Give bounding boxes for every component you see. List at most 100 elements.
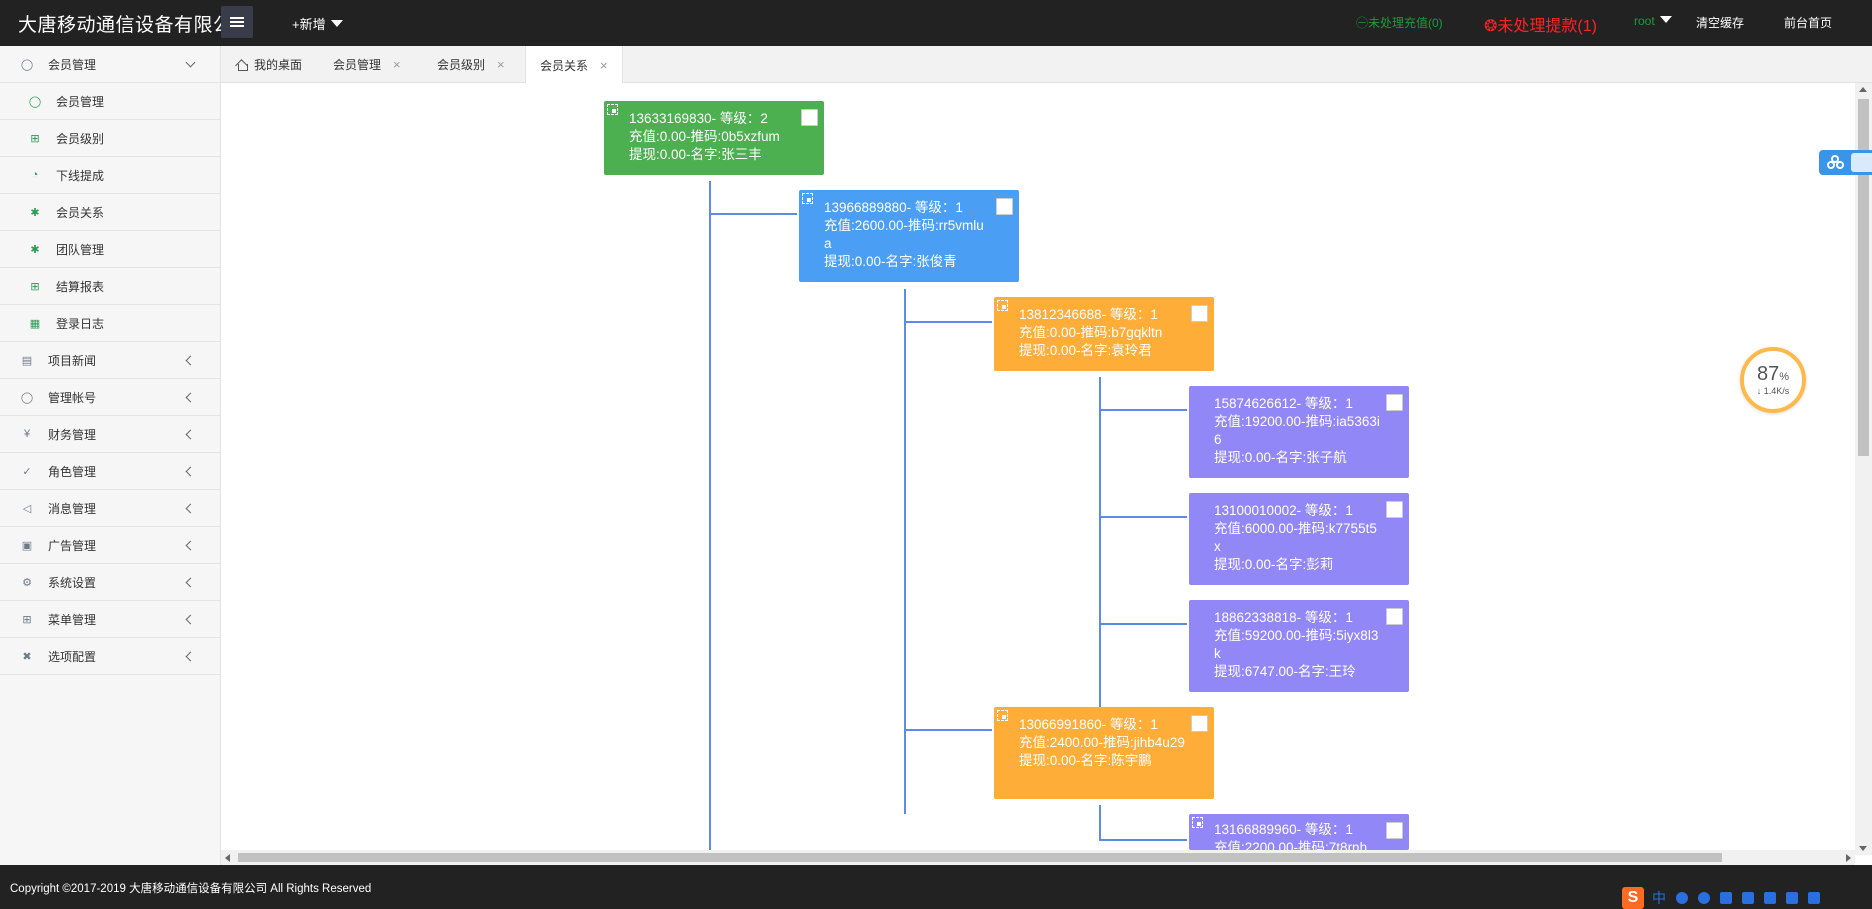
emoji-icon[interactable]: [1698, 892, 1710, 904]
sogou-ime-icon[interactable]: S: [1622, 887, 1644, 909]
tab-label: 我的桌面: [254, 58, 303, 72]
sidebar-item-member-level[interactable]: ⊞ 会员级别: [0, 120, 220, 157]
sidebar-item-admin-accounts[interactable]: ◯ 管理帐号: [0, 379, 220, 416]
scroll-down-icon[interactable]: [1859, 846, 1867, 851]
microphone-icon[interactable]: [1720, 892, 1732, 904]
copyright: Copyright ©2017-2019 大唐移动通信设备有限公司 All Ri…: [10, 883, 372, 895]
sidebar-item-member-relation[interactable]: ✱ 会员关系: [0, 194, 220, 231]
node-checkbox[interactable]: [1191, 715, 1208, 732]
expand-icon[interactable]: [997, 710, 1008, 721]
sidebar: ◯ 会员管理 ◯ 会员管理 ⊞ 会员级别 ◔ 下线提成 ✱ 会员关系 ✱ 团队管…: [0, 46, 221, 865]
sidebar-item-team-management[interactable]: ✱ 团队管理: [0, 231, 220, 268]
tab-desktop[interactable]: 我的桌面: [236, 46, 302, 83]
tab-member-management[interactable]: 会员管理 ×: [333, 46, 401, 83]
chevron-left-icon: [185, 429, 196, 439]
close-icon[interactable]: ×: [600, 57, 608, 73]
user-icon[interactable]: [1764, 892, 1776, 904]
chevron-left-icon: [185, 540, 196, 550]
tree-node[interactable]: 13633169830- 等级：2 充值:0.00-推码:0b5xzfum 提现…: [604, 101, 824, 175]
chevron-down-icon: [185, 57, 196, 67]
node-checkbox[interactable]: [1386, 394, 1403, 411]
punctuation-icon[interactable]: [1676, 892, 1688, 904]
node-checkbox[interactable]: [1386, 822, 1403, 839]
tab-label: 会员关系: [540, 58, 589, 73]
node-checkbox[interactable]: [1191, 305, 1208, 322]
sidebar-item-commission[interactable]: ◔ 下线提成: [0, 157, 220, 194]
close-icon[interactable]: ×: [393, 57, 401, 72]
network-speed-widget[interactable]: 87% ↓ 1.4K/s: [1740, 347, 1806, 413]
clear-cache-link[interactable]: 清空缓存: [1696, 16, 1745, 30]
sidebar-item-settlement-report[interactable]: ⊞ 结算报表: [0, 268, 220, 305]
sidebar-item-label: 项目新闻: [48, 353, 97, 368]
sidebar-item-finance[interactable]: ¥ 财务管理: [0, 416, 220, 453]
recharge-pending-link[interactable]: ㊀未处理充值(0): [1356, 16, 1443, 30]
sidebar-item-label: 会员管理: [48, 57, 97, 72]
close-icon[interactable]: ×: [497, 57, 505, 72]
tree-node[interactable]: 13066991860- 等级：1 充值:2400.00-推码:jihb4u29…: [994, 707, 1214, 799]
tab-member-relation[interactable]: 会员关系 ×: [525, 46, 623, 84]
sidebar-item-label: 下线提成: [56, 168, 105, 183]
caret-down-icon: [330, 20, 343, 27]
keyboard-icon[interactable]: [1742, 892, 1754, 904]
tab-member-level[interactable]: 会员级别 ×: [437, 46, 505, 83]
sidebar-item-label: 登录日志: [56, 316, 105, 331]
sidebar-item-menu-management[interactable]: ⊞ 菜单管理: [0, 601, 220, 638]
user-menu[interactable]: root: [1634, 14, 1672, 28]
add-new-menu[interactable]: +新增: [292, 14, 343, 33]
tree-node[interactable]: 13100010002- 等级：1 充值:6000.00-推码:k7755t5x…: [1189, 493, 1409, 585]
sidebar-item-messages[interactable]: ◁ 消息管理: [0, 490, 220, 527]
scroll-right-icon[interactable]: [1846, 854, 1851, 862]
user-icon: ◯: [28, 95, 42, 108]
menu-toggle-button[interactable]: [221, 6, 253, 38]
tree-node[interactable]: 15874626612- 等级：1 充值:19200.00-推码:ia5363i…: [1189, 386, 1409, 478]
front-home-link[interactable]: 前台首页: [1784, 16, 1833, 30]
ime-toolbar[interactable]: S 中: [1622, 887, 1830, 909]
add-new-label: +新增: [292, 17, 326, 32]
cloud-widget[interactable]: [1819, 150, 1872, 175]
scroll-left-icon[interactable]: [225, 854, 230, 862]
skin-icon[interactable]: [1786, 892, 1798, 904]
tree-connector: [904, 729, 992, 731]
sidebar-item-option-config[interactable]: ✖ 选项配置: [0, 638, 220, 675]
expand-icon[interactable]: [1192, 817, 1203, 828]
scroll-thumb[interactable]: [1858, 99, 1869, 456]
chevron-left-icon: [185, 466, 196, 476]
vertical-scrollbar[interactable]: [1855, 83, 1872, 855]
tab-label: 会员管理: [333, 58, 382, 72]
expand-icon[interactable]: [802, 193, 813, 204]
tree-node[interactable]: 13166889960- 等级：1 充值:2200.00-推码:7t8rnh: [1189, 814, 1409, 850]
expand-icon[interactable]: [997, 300, 1008, 311]
sidebar-item-label: 会员级别: [56, 131, 105, 146]
withdraw-pending-link[interactable]: ❂未处理提款(1): [1484, 18, 1597, 35]
tree-node[interactable]: 18862338818- 等级：1 充值:59200.00-推码:5iyx8l3…: [1189, 600, 1409, 692]
expand-icon[interactable]: [607, 104, 618, 115]
sidebar-item-label: 财务管理: [48, 427, 97, 442]
sidebar-item-roles[interactable]: ✓ 角色管理: [0, 453, 220, 490]
tree-connector: [1099, 409, 1187, 411]
node-checkbox[interactable]: [1386, 501, 1403, 518]
toolbox-icon[interactable]: [1808, 892, 1820, 904]
sidebar-item-member-list[interactable]: ◯ 会员管理: [0, 83, 220, 120]
chevron-left-icon: [185, 651, 196, 661]
tree-connector: [1099, 805, 1101, 841]
sidebar-item-login-log[interactable]: ▦ 登录日志: [0, 305, 220, 342]
net-speed: ↓ 1.4K/s: [1756, 386, 1790, 396]
sidebar-item-label: 团队管理: [56, 242, 105, 257]
node-checkbox[interactable]: [1386, 608, 1403, 625]
sidebar-item-system-settings[interactable]: ⚙ 系统设置: [0, 564, 220, 601]
ime-mode-icon[interactable]: 中: [1652, 890, 1666, 906]
tree-icon: ✱: [30, 206, 40, 219]
sidebar-item-ads[interactable]: ▣ 广告管理: [0, 527, 220, 564]
grid-plus-icon: ⊞: [30, 132, 40, 145]
horizontal-scrollbar[interactable]: [221, 850, 1855, 865]
sidebar-item-member-management[interactable]: ◯ 会员管理: [0, 46, 220, 83]
caret-down-icon: [1659, 16, 1672, 23]
node-checkbox[interactable]: [801, 109, 818, 126]
content-area: 13633169830- 等级：2 充值:0.00-推码:0b5xzfum 提现…: [221, 83, 1872, 909]
tree-node[interactable]: 13812346688- 等级：1 充值:0.00-推码:b7gqkltn 提现…: [994, 297, 1214, 371]
scroll-thumb[interactable]: [238, 853, 1722, 862]
node-checkbox[interactable]: [996, 198, 1013, 215]
tree-node[interactable]: 13966889880- 等级：1 充值:2600.00-推码:rr5vmlua…: [799, 190, 1019, 282]
sidebar-item-project-news[interactable]: ▤ 项目新闻: [0, 342, 220, 379]
scroll-up-icon[interactable]: [1859, 87, 1867, 92]
